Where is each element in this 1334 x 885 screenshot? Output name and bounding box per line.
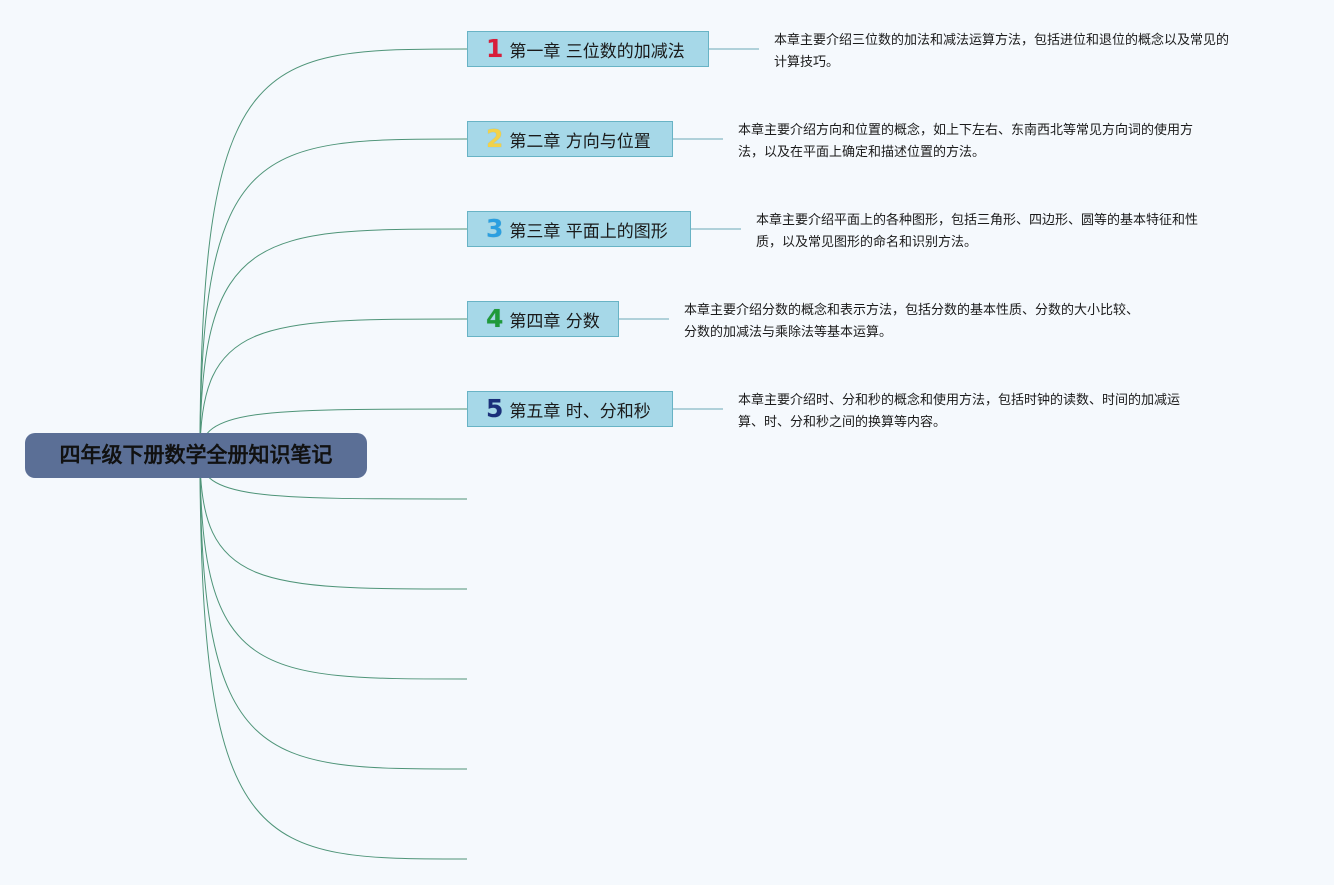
- description-line: 本章主要介绍时、分和秒的概念和使用方法，包括时钟的读数、时间的加减运: [738, 393, 1181, 408]
- chapter-title-4: 第四章 分数: [509, 311, 600, 332]
- empty-branch-connector: [199, 454, 468, 680]
- chapter-title-1: 第一章 三位数的加减法: [509, 41, 685, 62]
- description-line: 分数的加减法与乘除法等基本运算。: [684, 325, 893, 340]
- number-badge-3: 3: [486, 214, 504, 243]
- description-line: 本章主要介绍分数的概念和表示方法，包括分数的基本性质、分数的大小比较、: [684, 303, 1140, 318]
- root-title: 四年级下册数学全册知识笔记: [59, 443, 333, 467]
- number-badge-2: 2: [486, 124, 504, 153]
- chapter-node-4[interactable]: 4 第四章 分数: [467, 301, 619, 337]
- description-line: 法，以及在平面上确定和描述位置的方法。: [738, 145, 986, 160]
- number-badge-4: 4: [486, 304, 504, 333]
- description-line: 算、时、分和秒之间的换算等内容。: [738, 415, 947, 430]
- branch-connector: [199, 228, 468, 456]
- chapter-node-2[interactable]: 2 第二章 方向与位置: [467, 121, 673, 157]
- description-line: 本章主要介绍方向和位置的概念，如上下左右、东南西北等常见方向词的使用方: [738, 123, 1194, 138]
- branch-connector: [199, 138, 468, 456]
- description-line: 质，以及常见图形的命名和识别方法。: [756, 235, 978, 250]
- chapter-description-3: 本章主要介绍平面上的各种图形，包括三角形、四边形、圆等的基本特征和性 质，以及常…: [756, 210, 1198, 254]
- chapter-title-3: 第三章 平面上的图形: [509, 221, 668, 242]
- chapter-title-2: 第二章 方向与位置: [509, 131, 651, 152]
- empty-branch-connector: [199, 454, 468, 590]
- chapter-description-2: 本章主要介绍方向和位置的概念，如上下左右、东南西北等常见方向词的使用方 法，以及…: [738, 120, 1193, 164]
- empty-branch-connector: [199, 454, 468, 860]
- chapter-description-1: 本章主要介绍三位数的加法和减法运算方法，包括进位和退位的概念以及常见的 计算技巧…: [774, 30, 1229, 74]
- empty-branch-connector: [199, 454, 468, 770]
- chapter-title-5: 第五章 时、分和秒: [509, 401, 651, 422]
- branch-connector: [199, 318, 468, 456]
- branch-connector: [199, 48, 468, 456]
- number-badge-5: 5: [486, 394, 504, 423]
- chapter-node-3[interactable]: 3 第三章 平面上的图形: [467, 211, 691, 247]
- description-line: 本章主要介绍平面上的各种图形，包括三角形、四边形、圆等的基本特征和性: [756, 213, 1199, 228]
- chapter-node-5[interactable]: 5 第五章 时、分和秒: [467, 391, 673, 427]
- chapter-description-5: 本章主要介绍时、分和秒的概念和使用方法，包括时钟的读数、时间的加减运 算、时、分…: [738, 390, 1180, 434]
- description-line: 本章主要介绍三位数的加法和减法运算方法，包括进位和退位的概念以及常见的: [774, 33, 1230, 48]
- description-line: 计算技巧。: [774, 55, 840, 70]
- root-topic[interactable]: 四年级下册数学全册知识笔记: [25, 433, 367, 478]
- chapter-node-1[interactable]: 1 第一章 三位数的加减法: [467, 31, 709, 67]
- number-badge-1: 1: [486, 34, 504, 63]
- chapter-description-4: 本章主要介绍分数的概念和表示方法，包括分数的基本性质、分数的大小比较、 分数的加…: [684, 300, 1139, 344]
